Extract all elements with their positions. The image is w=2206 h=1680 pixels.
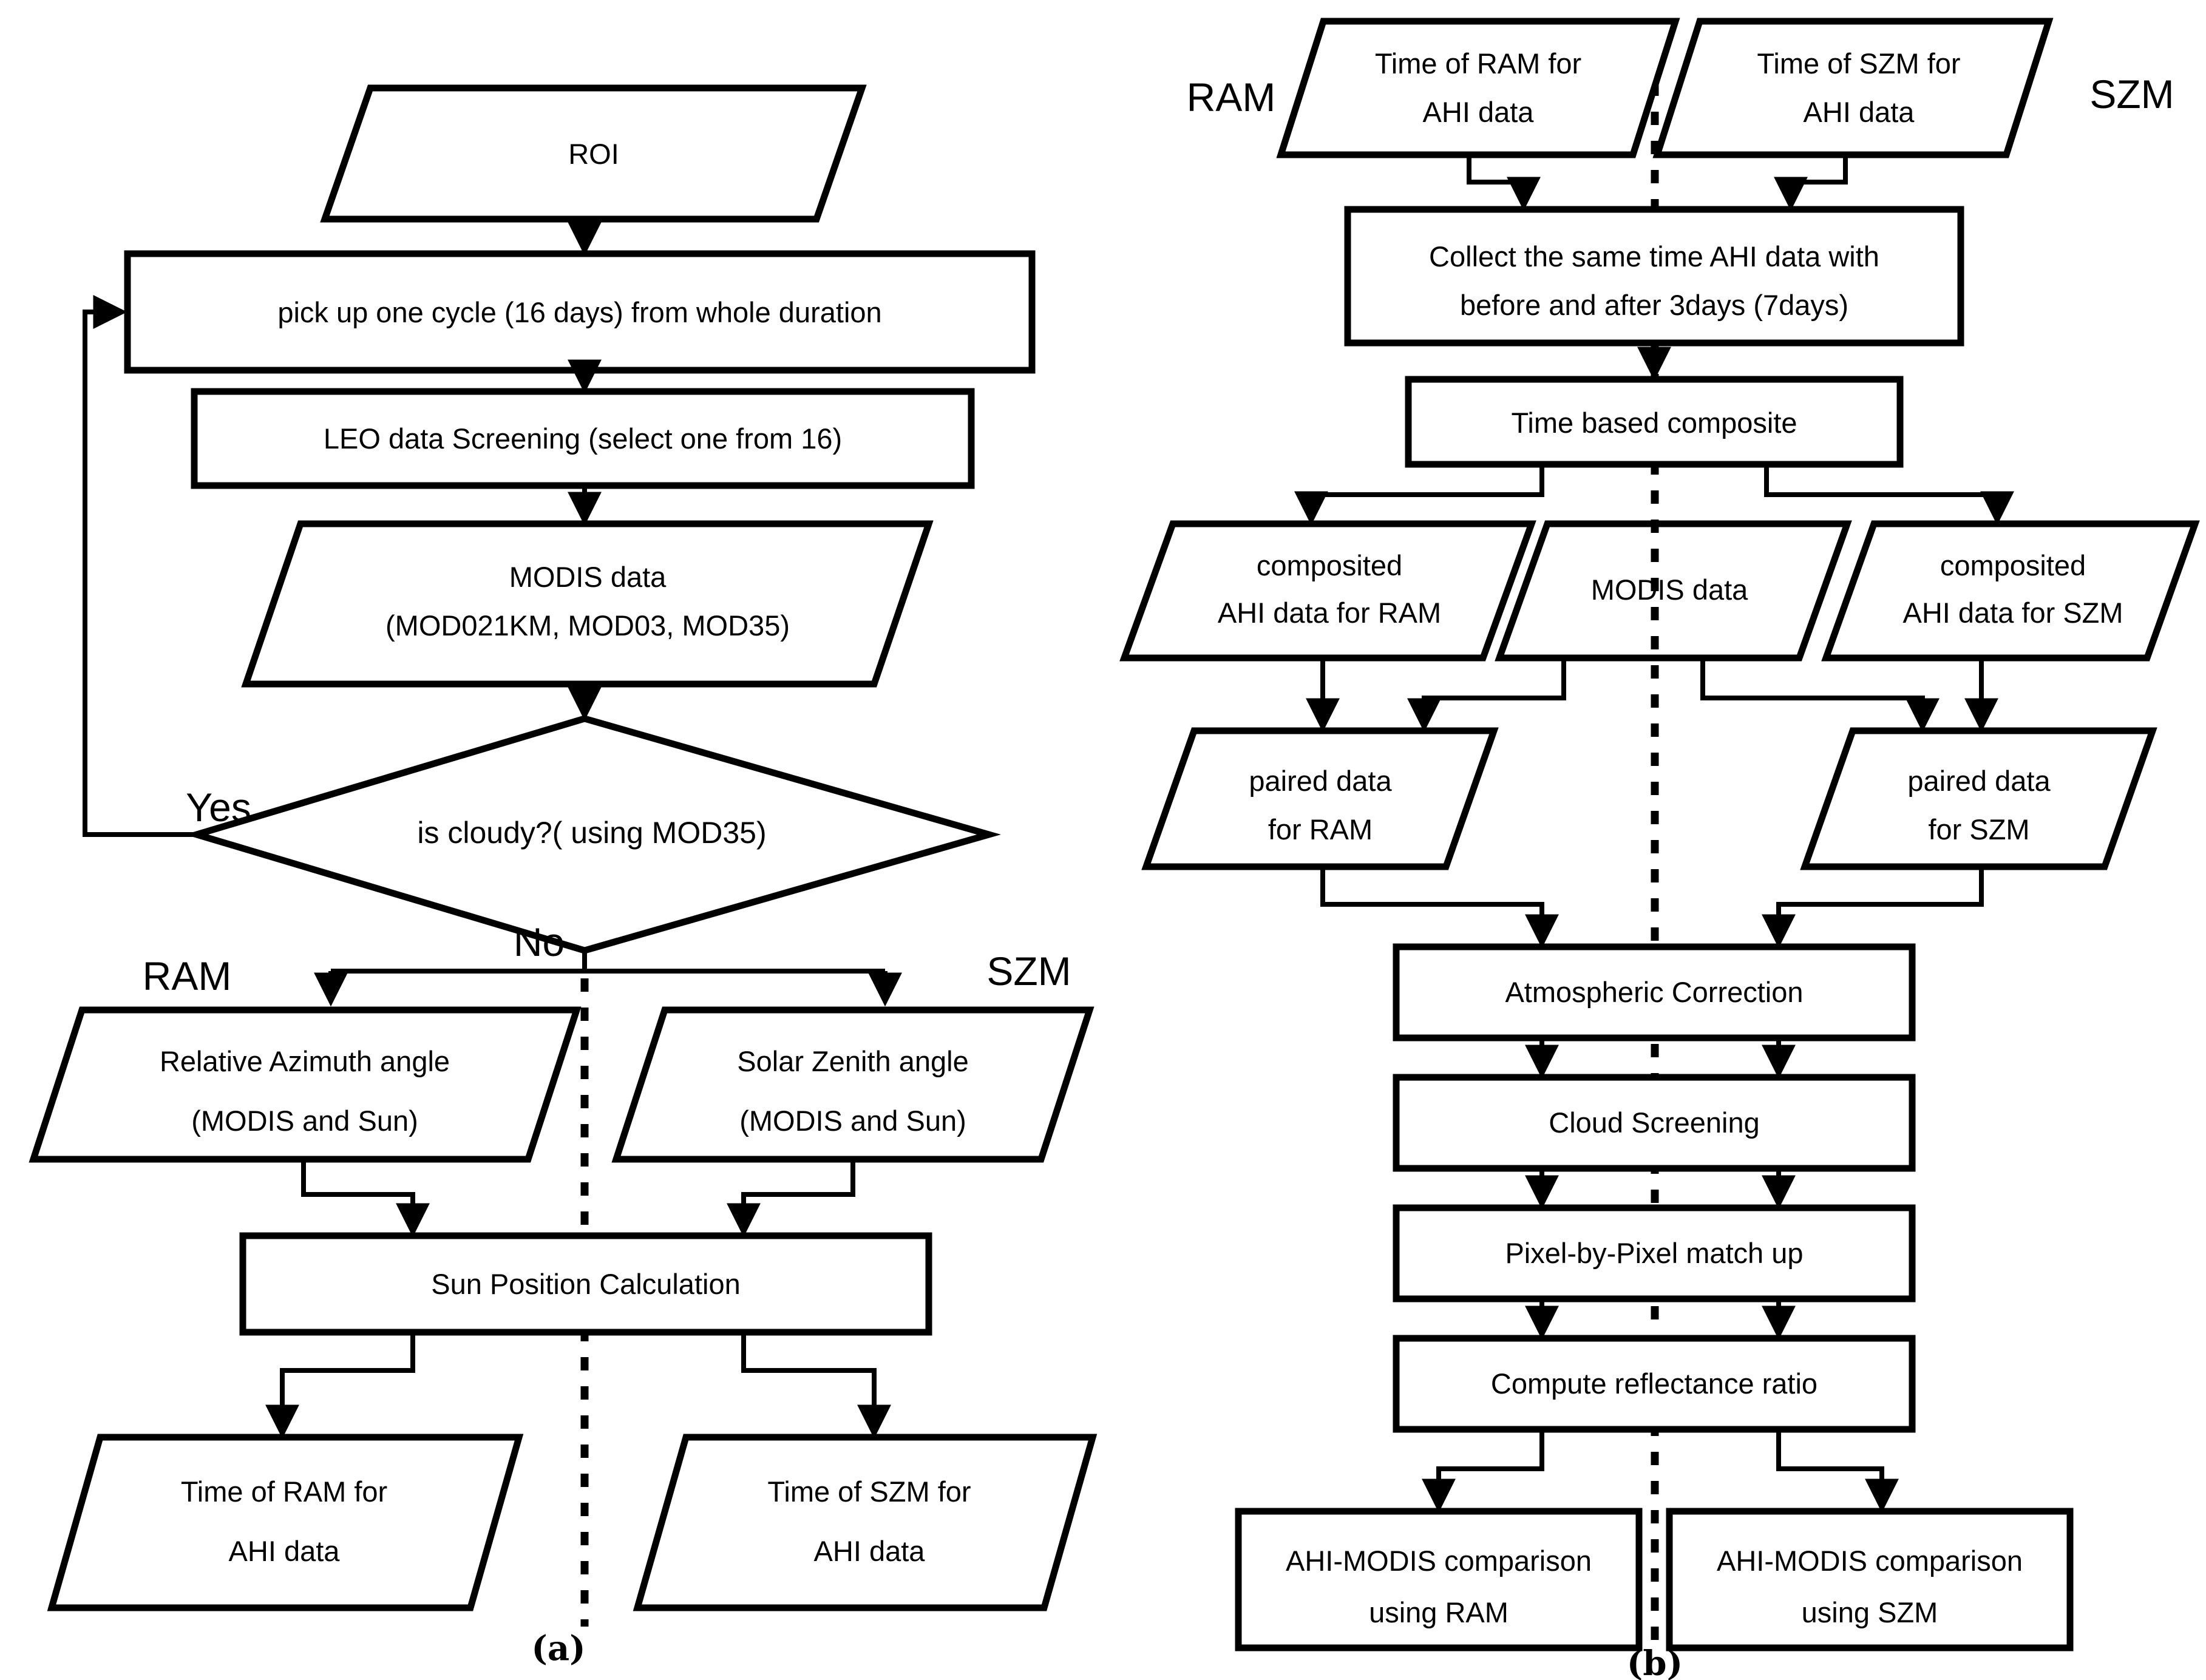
node-time-ram-a-label-line2: AHI data: [229, 1535, 341, 1567]
arrow-ratio-to-comparison-szm: [1776, 1429, 1899, 1513]
arrow-modis-to-paired-szm: [1700, 658, 1940, 733]
node-composited-szm-label-line2: AHI data for SZM: [1902, 597, 2123, 629]
node-composited-ram-shape: [1119, 520, 1536, 662]
node-modis-a-label-line2: (MOD021KM, MOD03, MOD35): [385, 609, 790, 642]
node-paired-szm-label-line1: paired data: [1907, 765, 2051, 797]
decision-yes-label: Yes: [186, 785, 251, 830]
node-time-szm-a-shape: [633, 1434, 1098, 1611]
arrow-yes-loop: [83, 295, 197, 837]
node-time-ram-b-label-line1: Time of RAM for: [1375, 47, 1581, 80]
node-modis-a-label-line1: MODIS data: [509, 561, 667, 593]
node-pickup-label: pick up one cycle (16 days) from whole d…: [277, 296, 881, 328]
panel-a-ram-branch-label: RAM: [143, 953, 232, 998]
node-leo-label: LEO data Screening (select one from 16): [324, 422, 842, 455]
node-comparison-szm-shape: [1666, 1508, 2074, 1651]
decision-no-label: No: [514, 920, 565, 964]
node-composite-label: Time based composite: [1511, 407, 1797, 439]
node-time-szm-a-label-line2: AHI data: [814, 1535, 926, 1567]
node-solar-zenith-label-line2: (MODIS and Sun): [739, 1105, 966, 1137]
node-collect-label-line2: before and after 3days (7days): [1460, 289, 1848, 321]
node-composited-szm-shape: [1821, 520, 2200, 662]
arrow-sun-to-time-ram: [265, 1332, 415, 1439]
node-reflectance-ratio-label: Compute reflectance ratio: [1491, 1367, 1817, 1400]
node-pickup-shape: [124, 250, 1036, 374]
panel-a-caption: (a): [531, 1628, 585, 1668]
node-modis-b-label: MODIS data: [1591, 574, 1748, 606]
node-cloud-screening-label: Cloud Screening: [1549, 1106, 1760, 1139]
node-relative-azimuth-label-line1: Relative Azimuth angle: [160, 1045, 450, 1077]
arrow-solar-zenith-to-sun: [727, 1159, 855, 1238]
node-collect-shape: [1344, 206, 1964, 347]
node-paired-ram-label-line1: paired data: [1249, 765, 1392, 797]
node-cloud-screening-shape: [1393, 1074, 1916, 1172]
node-composited-ram-label-line2: AHI data for RAM: [1218, 597, 1441, 629]
arrow-ratio-to-comparison-ram: [1422, 1429, 1544, 1513]
node-time-ram-b-shape: [1276, 18, 1680, 158]
node-time-szm-b-label-line2: AHI data: [1804, 96, 1915, 128]
node-time-szm-b-shape: [1652, 18, 2054, 158]
node-atmospheric-correction-shape: [1393, 943, 1916, 1042]
node-decision-label: is cloudy?( using MOD35): [417, 816, 766, 850]
panel-b-ram-label: RAM: [1187, 75, 1276, 120]
node-paired-szm-shape: [1800, 727, 2157, 870]
node-comparison-ram-label-line2: using RAM: [1369, 1596, 1509, 1628]
arrow-composite-to-composited-ram: [1294, 464, 1544, 526]
node-paired-ram-label-line2: for RAM: [1268, 813, 1373, 845]
node-modis-b-shape: [1495, 520, 1852, 662]
node-relative-azimuth-label-line2: (MODIS and Sun): [191, 1105, 418, 1137]
panel-b-szm-label: SZM: [2089, 72, 2174, 117]
arrow-relative-azimuth-to-sun: [301, 1159, 430, 1238]
node-collect-label-line1: Collect the same time AHI data with: [1429, 240, 1879, 273]
arrow-paired-szm-to-atmcorr: [1762, 867, 1984, 949]
node-solar-zenith-label-line1: Solar Zenith angle: [737, 1045, 968, 1077]
node-paired-ram-shape: [1141, 727, 1499, 870]
node-roi-shape: [320, 84, 867, 223]
node-paired-szm-label-line2: for SZM: [1928, 813, 2029, 845]
node-solar-zenith-shape: [611, 1006, 1095, 1163]
panel-b-caption: (b): [1627, 1644, 1683, 1680]
node-sun-position-shape: [239, 1232, 932, 1336]
node-comparison-szm-label-line2: using SZM: [1802, 1596, 1938, 1628]
node-pixel-matchup-shape: [1393, 1204, 1916, 1302]
node-comparison-szm-label-line1: AHI-MODIS comparison: [1717, 1545, 2023, 1577]
arrow-time-ram-to-collect: [1467, 155, 1541, 211]
node-atmospheric-correction-label: Atmospheric Correction: [1505, 976, 1803, 1008]
node-composited-szm-label-line1: composited: [1940, 549, 2086, 581]
node-comparison-ram-label-line1: AHI-MODIS comparison: [1286, 1545, 1592, 1577]
node-roi-label: ROI: [568, 138, 619, 170]
arrow-sun-to-time-szm: [741, 1332, 891, 1439]
panel-a-szm-branch-label: SZM: [986, 949, 1071, 994]
node-sun-position-label: Sun Position Calculation: [431, 1268, 740, 1300]
node-modis-a-shape: [241, 520, 934, 688]
node-time-szm-a-label-line1: Time of SZM for: [767, 1475, 971, 1508]
node-time-szm-b-label-line1: Time of SZM for: [1757, 47, 1960, 80]
node-pixel-matchup-label: Pixel-by-Pixel match up: [1505, 1237, 1803, 1269]
node-time-ram-b-label-line2: AHI data: [1423, 96, 1535, 128]
node-composited-ram-label-line1: composited: [1257, 549, 1402, 581]
arrow-composite-to-composited-szm: [1764, 464, 2014, 526]
arrow-paired-ram-to-atmcorr: [1320, 867, 1559, 949]
arrow-time-szm-to-collect: [1774, 155, 1848, 211]
node-time-ram-a-label-line1: Time of RAM for: [181, 1475, 387, 1508]
node-reflectance-ratio-shape: [1393, 1335, 1916, 1433]
node-relative-azimuth-shape: [29, 1006, 582, 1163]
arrow-modis-to-paired-ram: [1407, 658, 1566, 733]
node-time-ram-a-shape: [47, 1434, 524, 1611]
